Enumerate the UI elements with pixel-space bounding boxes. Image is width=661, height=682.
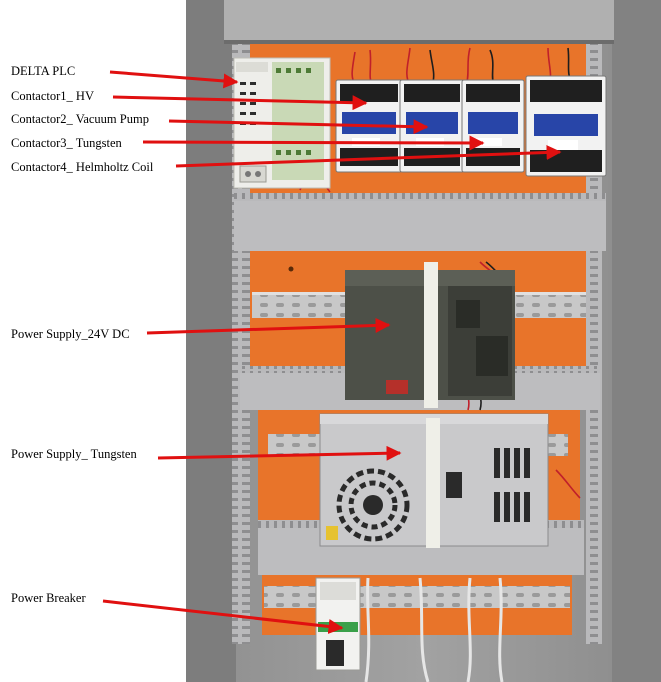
power-breaker [315, 577, 361, 671]
arrow-power-supply-24v [146, 317, 391, 335]
label-contactor2-vacuum-pump: Contactor2_ Vacuum Pump [11, 112, 149, 126]
label-power-supply-24v: Power Supply_24V DC [11, 327, 130, 341]
arrow-power-breaker [102, 599, 344, 634]
label-contactor4-helmholtz-coil: Contactor4_ Helmholtz Coil [11, 160, 154, 174]
arrow-contactor2 [168, 119, 429, 135]
label-power-supply-tungsten: Power Supply_ Tungsten [11, 447, 137, 461]
arrow-contactor1 [112, 95, 368, 111]
label-delta-plc: DELTA PLC [11, 64, 76, 78]
annotation-arrows [102, 70, 562, 634]
arrow-delta-plc [109, 70, 239, 89]
arrow-power-supply-tungsten [157, 445, 402, 461]
label-contactor3-tungsten: Contactor3_ Tungsten [11, 136, 122, 150]
label-power-breaker: Power Breaker [11, 591, 86, 605]
power-supply-tungsten [319, 413, 549, 548]
label-contactor1-hv: Contactor1_ HV [11, 89, 94, 103]
power-supply-24v [345, 262, 515, 408]
arrow-contactor3 [142, 135, 485, 151]
arrow-contactor4 [175, 144, 562, 168]
